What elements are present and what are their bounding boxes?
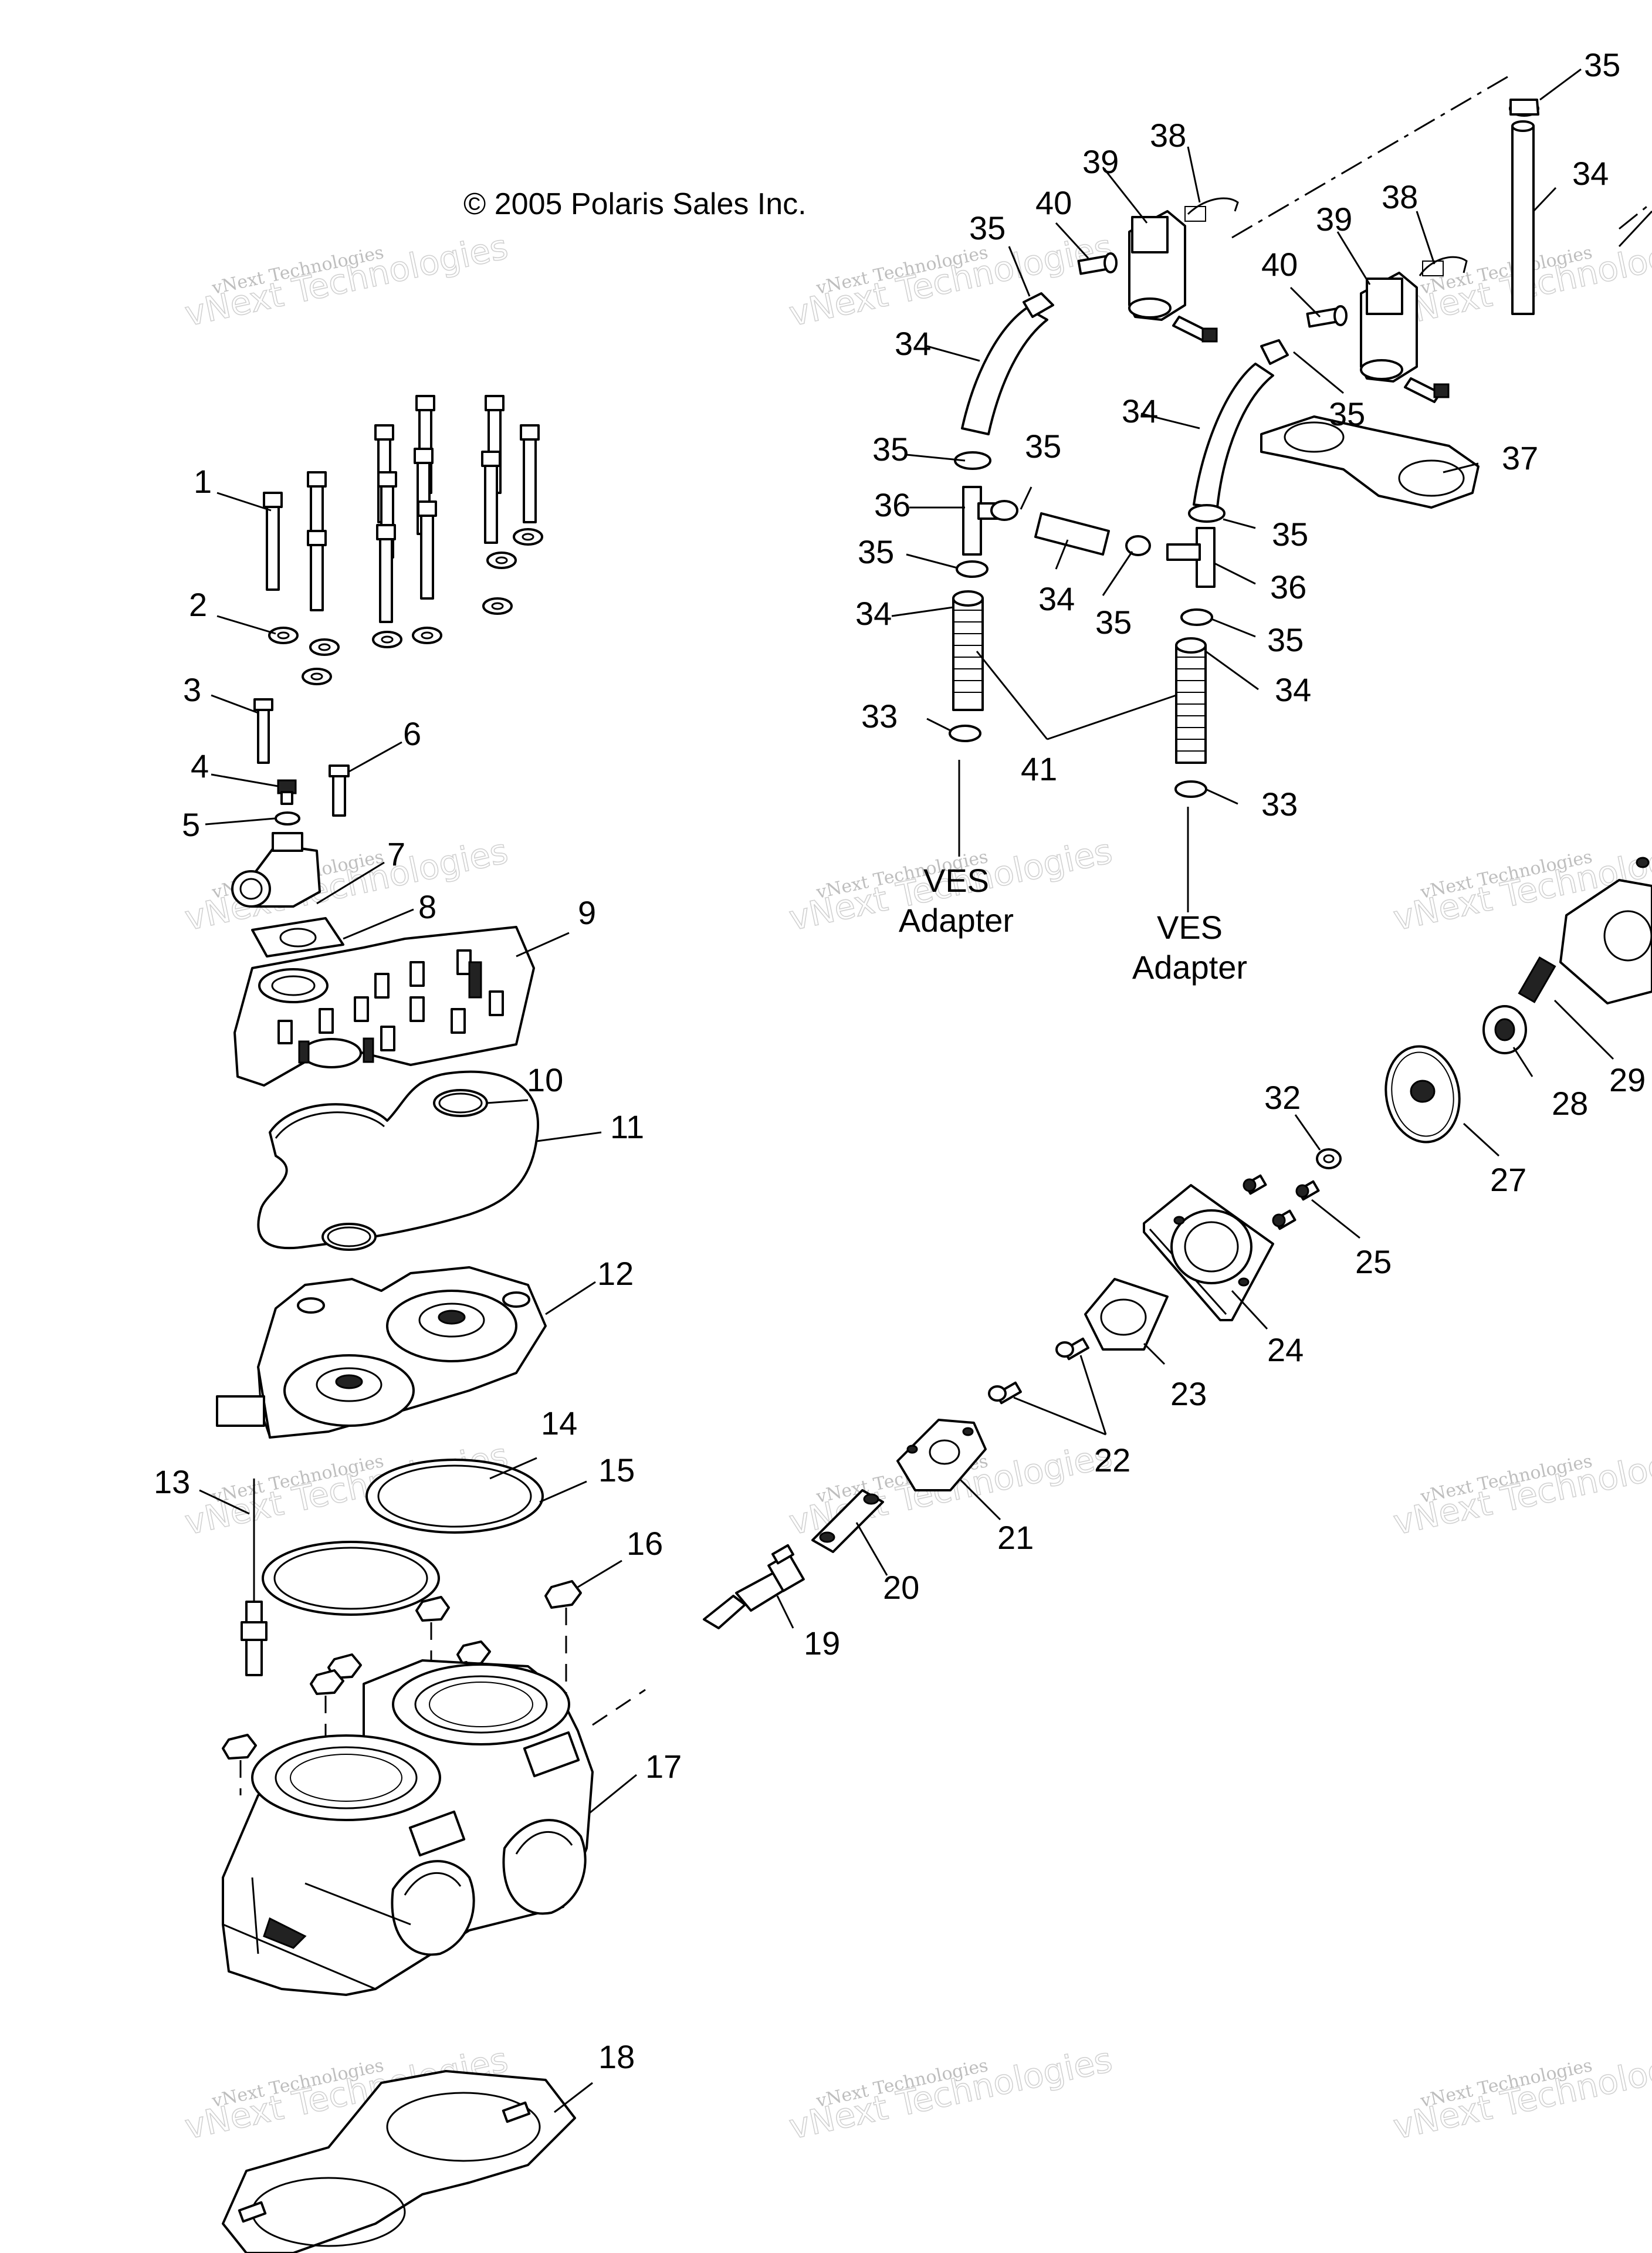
- callout-12: 12: [597, 1255, 634, 1292]
- ves-label-right: VES: [1157, 909, 1223, 946]
- callout-8: 8: [418, 888, 436, 925]
- callout-23: 23: [1170, 1375, 1207, 1412]
- leader-lines: [199, 68, 1614, 2113]
- ves-adapter-label-right: Adapter: [1132, 949, 1247, 986]
- callout-34: 34: [1122, 393, 1158, 429]
- callout-34: 34: [895, 325, 931, 362]
- callout-15: 15: [598, 1452, 635, 1489]
- bolt-6: [329, 764, 350, 817]
- callout-35: 35: [1025, 428, 1061, 465]
- callout-6: 6: [403, 715, 421, 752]
- callout-35: 35: [1267, 621, 1304, 658]
- callout-28: 28: [1552, 1085, 1588, 1122]
- callout-labels: 1 2 3 4 5 6 7 8 9 10 11 12 13 14 15 16 1…: [154, 46, 1646, 2075]
- callout-21: 21: [997, 1519, 1034, 1556]
- callout-33: 33: [861, 698, 898, 735]
- copyright-notice: © 2005 Polaris Sales Inc.: [463, 187, 807, 221]
- ves-adapter-label-left: Adapter: [899, 902, 1014, 939]
- callout-18: 18: [598, 2038, 635, 2075]
- callout-35: 35: [1329, 395, 1365, 432]
- temp-sensor-13: [241, 1479, 268, 1676]
- callout-34: 34: [855, 595, 892, 632]
- callout-40: 40: [1035, 184, 1072, 221]
- callout-1: 1: [194, 463, 212, 500]
- washer-5: [275, 811, 300, 826]
- callout-13: 13: [154, 1463, 190, 1500]
- callout-35: 35: [969, 209, 1006, 246]
- callout-11: 11: [610, 1108, 644, 1145]
- bolt-3: [253, 698, 273, 764]
- callout-35: 35: [872, 431, 909, 468]
- callout-10: 10: [527, 1061, 563, 1098]
- cylinder-head-12: [216, 1266, 547, 1439]
- callout-34: 34: [1275, 671, 1311, 708]
- callout-22: 22: [1094, 1442, 1130, 1479]
- callout-38: 38: [1382, 178, 1418, 215]
- ves-hoses-solenoids: [949, 72, 1652, 912]
- washers: [268, 528, 543, 685]
- base-gasket-18: [222, 2070, 576, 2253]
- o-rings-14-15: [262, 1459, 544, 1616]
- callout-16: 16: [627, 1525, 663, 1562]
- callout-2: 2: [189, 586, 207, 623]
- callout-36: 36: [874, 486, 910, 523]
- callout-39: 39: [1316, 201, 1352, 238]
- callout-33: 33: [1261, 786, 1298, 823]
- callout-17: 17: [645, 1748, 682, 1785]
- callout-24: 24: [1267, 1331, 1304, 1368]
- callout-14: 14: [541, 1405, 577, 1442]
- callout-34: 34: [1572, 155, 1609, 192]
- ves-valve-assembly: [703, 857, 1652, 1629]
- callout-27: 27: [1490, 1161, 1526, 1198]
- callout-35: 35: [858, 533, 894, 570]
- cylinder-block-17: [222, 1659, 646, 1996]
- callout-35: 35: [1584, 46, 1620, 83]
- gasket-8: [251, 917, 344, 958]
- cylinder-head-cover-9: [233, 926, 535, 1087]
- callout-20: 20: [883, 1569, 919, 1606]
- callout-9: 9: [578, 894, 596, 931]
- callout-5: 5: [182, 806, 200, 843]
- callout-4: 4: [191, 747, 209, 784]
- callout-19: 19: [804, 1625, 840, 1662]
- callout-25: 25: [1355, 1243, 1392, 1280]
- callout-38: 38: [1150, 117, 1186, 154]
- ves-label-left: VES: [923, 862, 989, 899]
- callout-3: 3: [183, 671, 201, 708]
- callout-37: 37: [1502, 439, 1538, 476]
- callout-7: 7: [387, 835, 405, 872]
- fitting-4: [277, 779, 297, 805]
- head-gasket-11: [257, 1070, 539, 1251]
- callout-36: 36: [1270, 569, 1306, 605]
- callout-29: 29: [1609, 1061, 1646, 1098]
- callout-35: 35: [1095, 604, 1132, 641]
- callout-34: 34: [1038, 580, 1075, 617]
- callout-39: 39: [1082, 143, 1119, 180]
- callout-32: 32: [1264, 1079, 1301, 1116]
- callout-40: 40: [1261, 246, 1298, 283]
- head-bolts: [263, 395, 540, 623]
- thermostat-housing-7: [231, 832, 321, 908]
- callout-35: 35: [1272, 516, 1308, 553]
- callout-41: 41: [1021, 750, 1057, 787]
